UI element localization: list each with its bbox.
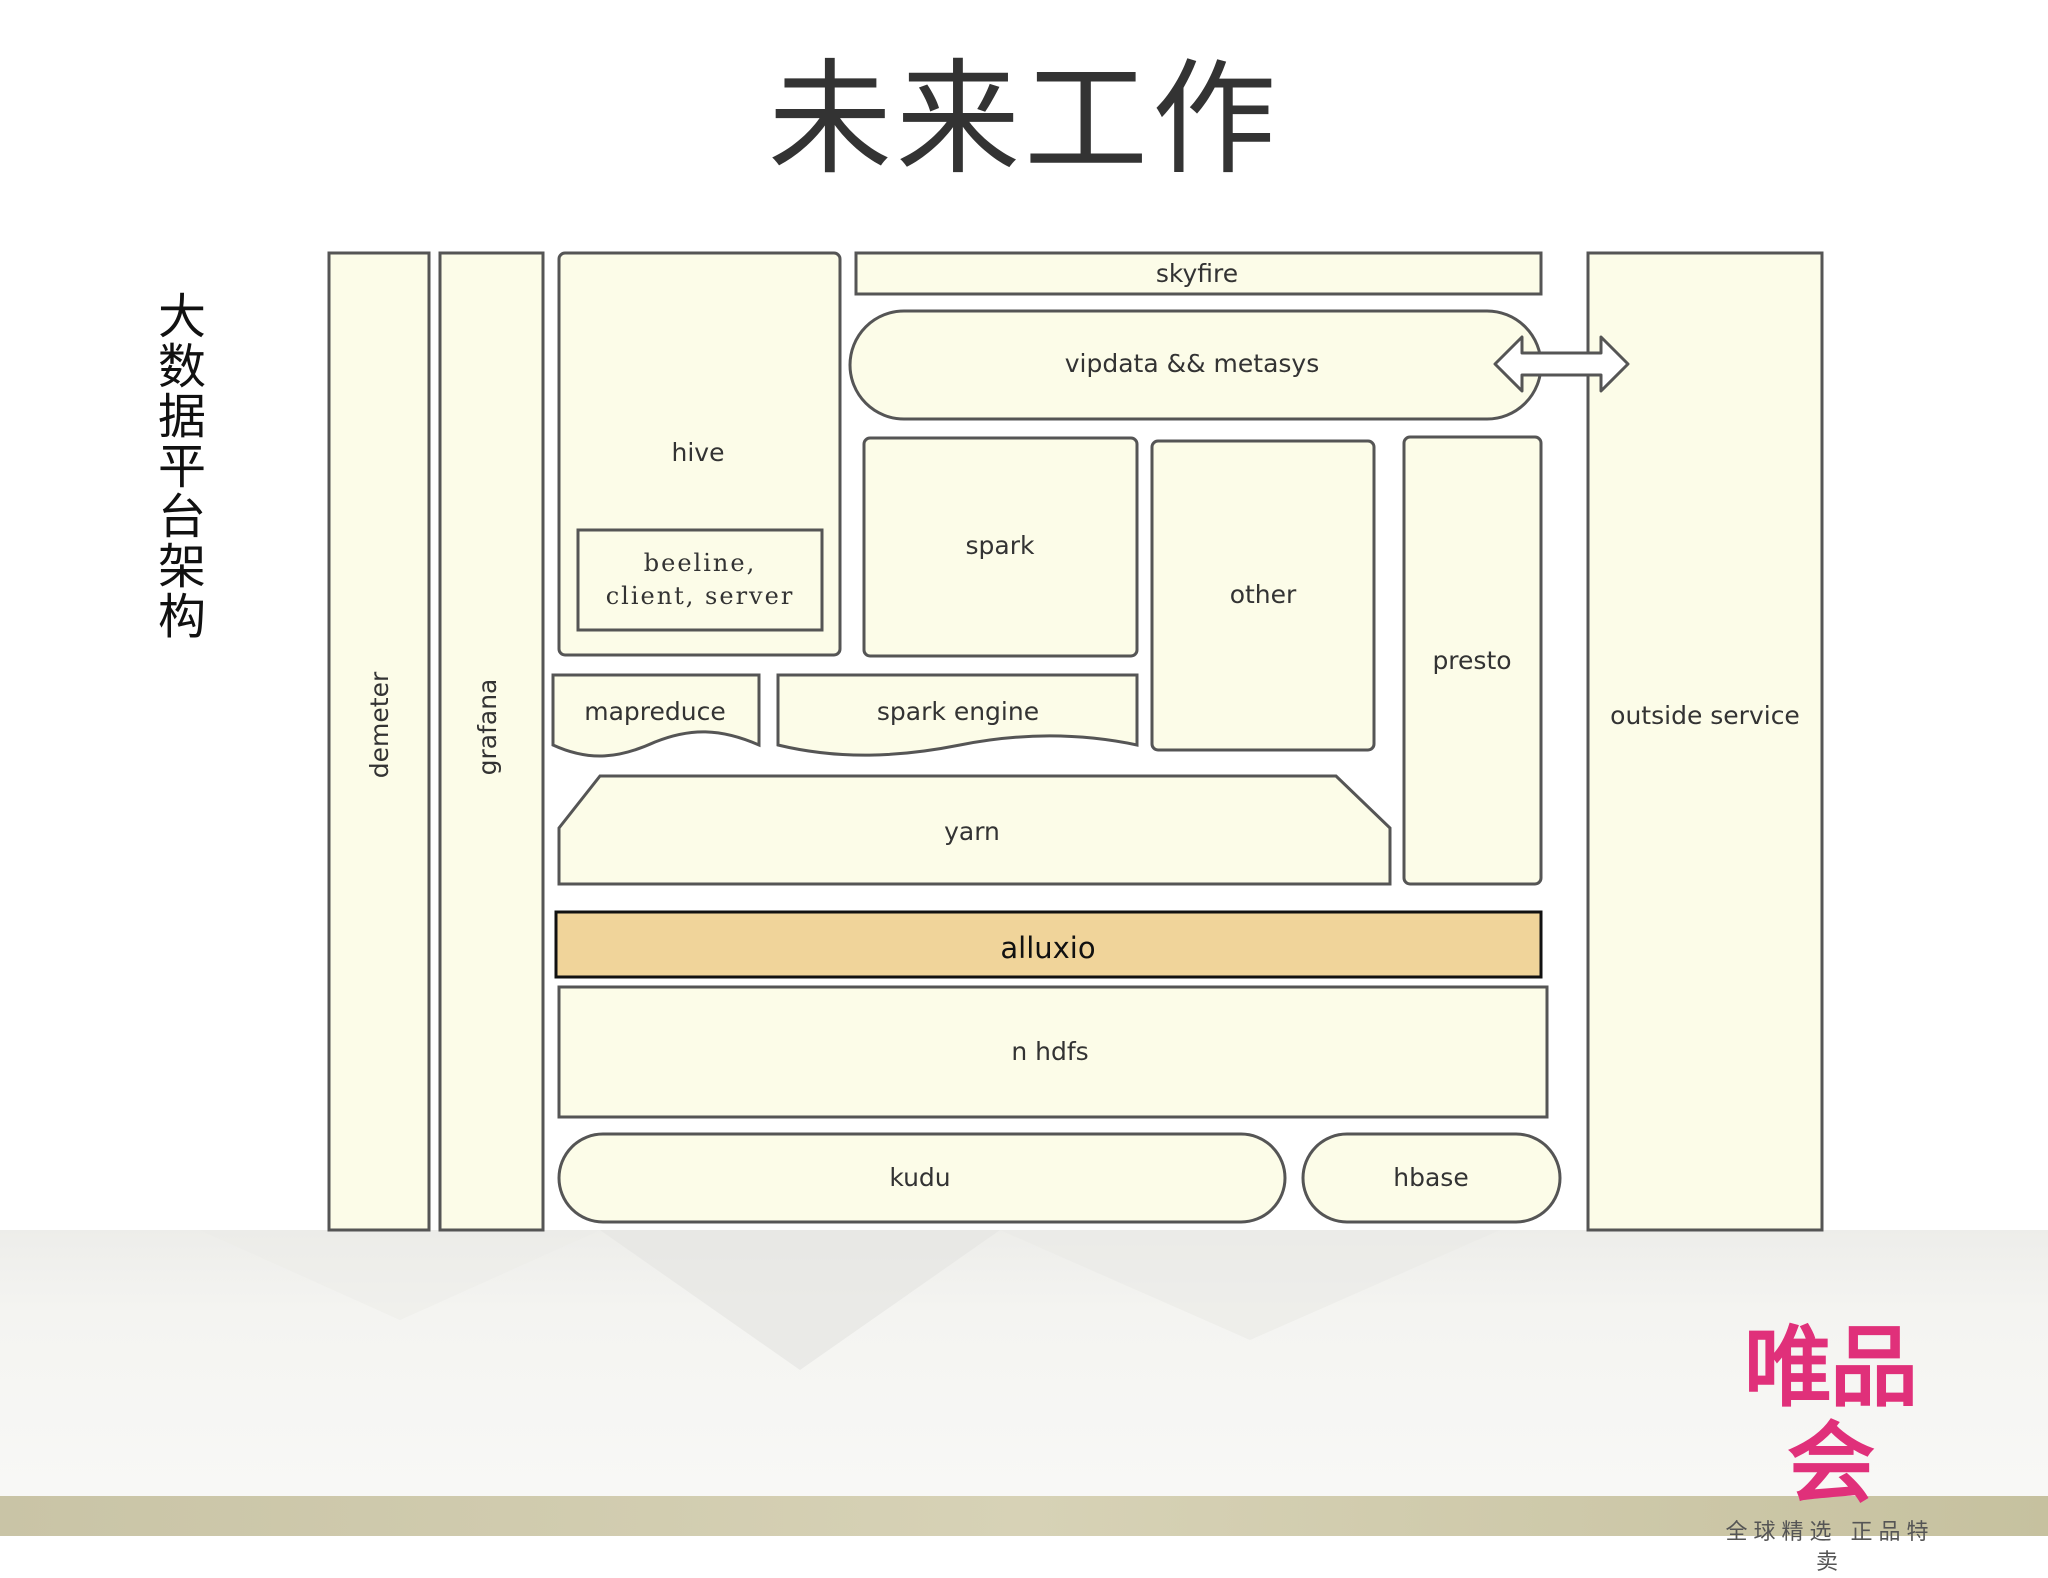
outside-service-label: outside service [1610,701,1800,730]
kudu-label: kudu [889,1163,950,1192]
mapreduce-box [551,673,761,758]
spark-box [862,436,1139,658]
n-hdfs-label: n hdfs [1011,1037,1088,1066]
hive-label: hive [672,438,725,467]
mapreduce-label: mapreduce [584,697,726,726]
vipdata-label: vipdata && metasys [1065,349,1320,378]
other-label: other [1230,580,1297,609]
alluxio-box [554,910,1543,979]
kudu-box [557,1132,1287,1224]
grafana-box [438,251,545,1232]
logo-name: 唯品会 [1743,1316,1918,1515]
logo-slogan: 全球精选 正品特卖 [1725,1520,1935,1575]
beeline-label-line1: beeline, [644,549,756,577]
n-hdfs-box [557,985,1549,1119]
demeter-box [327,251,431,1232]
spark-engine-box [776,673,1139,757]
side-label: 大数据平台架构 [157,289,206,645]
page-title: 未来工作 [767,48,1280,192]
demeter-label: demeter [365,671,394,778]
floor-decoration [200,1230,1500,1370]
spark-engine-label: spark engine [877,697,1039,726]
other-box [1150,439,1376,752]
hbase-label: hbase [1393,1163,1468,1192]
presto-box [1402,435,1543,886]
architecture-diagram: demeter grafana hive beeline, client, se… [327,251,1824,1232]
bottom-bar [0,1496,2048,1536]
yarn-box [557,774,1392,886]
grafana-label: grafana [473,679,502,776]
beeline-label-line2: client, server [606,582,795,610]
double-arrow-icon [1493,335,1630,393]
beeline-box [576,528,824,632]
presto-label: presto [1432,646,1511,675]
skyfire-box [854,251,1543,296]
alluxio-label: alluxio [1000,931,1095,965]
spark-label: spark [966,531,1035,560]
skyfire-label: skyfire [1156,259,1238,288]
yarn-label: yarn [944,817,1000,846]
outside-service-box [1586,251,1824,1232]
vipshop-logo: 唯品会 全球精选 正品特卖 [1715,1320,1945,1578]
hbase-box [1301,1132,1562,1224]
